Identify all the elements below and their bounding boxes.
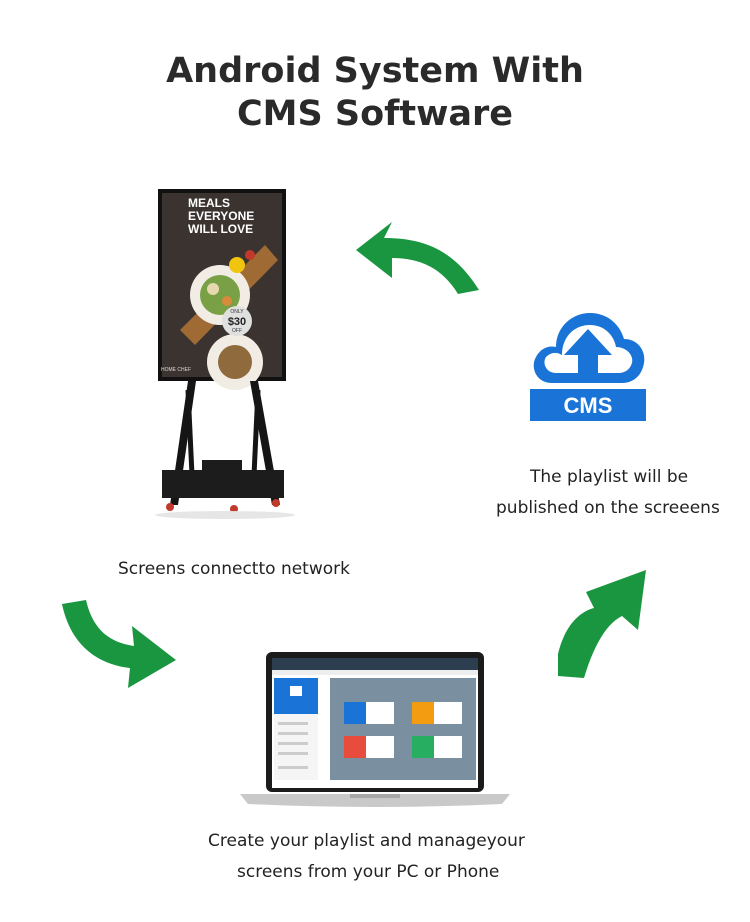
svg-text:$30: $30 [228,316,246,328]
arrow-down-right-icon [62,600,176,688]
kiosk-headline-2: EVERYONE [188,209,254,223]
kiosk-display-image: ONLY $30 OFF MEALS EVERYONE WILL LOVE HO… [155,189,295,519]
cms-label: CMS [564,393,613,418]
kiosk-headline-3: WILL LOVE [188,222,253,236]
price-badge [222,306,252,336]
kiosk-brand: HOME CHEF [161,367,191,373]
publish-caption-line2: published on the screeens [496,498,720,518]
create-caption-line2: screens from your PC or Phone [237,862,500,882]
page-title-line2: CMS Software [236,94,514,134]
stand-base [162,470,284,498]
page-title-line1: Android System With [166,51,584,91]
laptop-image [240,652,510,807]
cms-label-box [530,389,646,421]
svg-text:ONLY: ONLY [230,309,244,315]
publish-caption-line1: The playlist will be [530,467,689,487]
laptop-base [240,794,510,807]
network-caption: Screens connectto network [118,559,350,579]
create-caption-line1: Create your playlist and manageyour [208,831,525,851]
arrow-up-icon [558,570,646,678]
kiosk-headline-1: MEALS [188,196,230,210]
cms-cloud-upload-icon: CMS [530,313,646,421]
arrow-left-icon [356,222,479,294]
svg-text:OFF: OFF [232,328,242,334]
cms-main-area [330,678,476,780]
